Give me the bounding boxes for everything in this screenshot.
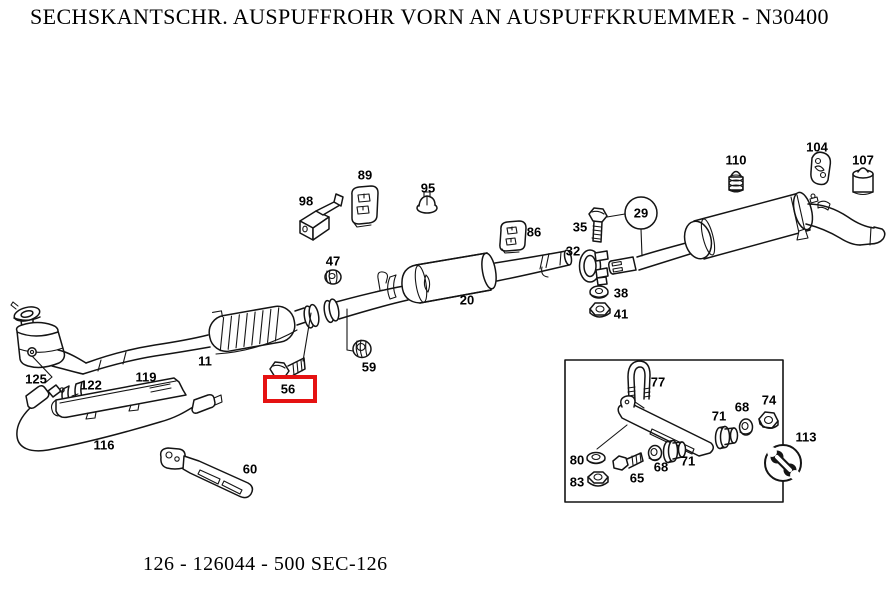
footer-caption: 126 - 126044 - 500 SEC-126 xyxy=(143,553,388,575)
rear-pipe-drawing xyxy=(608,228,691,275)
catalytic-converter-drawing xyxy=(208,305,298,355)
tool-badge-113 xyxy=(764,444,802,482)
front-pipe-flange-drawing xyxy=(10,301,41,329)
sensor-cable-drawing xyxy=(16,394,223,452)
center-muffler-outlet-pipe-drawing xyxy=(494,249,573,282)
bushing-71-upper-drawing xyxy=(714,425,739,450)
front-pipe-drawing xyxy=(82,334,211,375)
washer-80-drawing xyxy=(586,451,606,465)
u-bolt-77-drawing xyxy=(627,360,651,402)
tailpipe-drawing xyxy=(805,203,886,246)
center-muffler-drawing xyxy=(335,252,497,320)
heat-shield-119-drawing xyxy=(50,377,187,420)
bracket-98-drawing xyxy=(299,193,344,241)
bolt-65-drawing xyxy=(612,452,644,471)
oxygen-sensor-drawing xyxy=(25,384,65,410)
washer-38-drawing xyxy=(589,285,609,299)
callout-29-circle xyxy=(606,196,658,230)
wrench-icon xyxy=(767,447,800,480)
washer-68-lower-drawing xyxy=(647,444,663,462)
highlight-box-part-56 xyxy=(263,375,317,403)
washer-68-upper-drawing xyxy=(738,418,754,436)
inset-bracket-arm-drawing xyxy=(596,395,714,457)
nut-83-drawing xyxy=(587,471,609,487)
hanger-104-drawing xyxy=(810,151,832,186)
flange-joint-drawing xyxy=(294,298,340,329)
bracket-60-drawing xyxy=(159,447,254,499)
rubber-mount-89-drawing xyxy=(351,185,379,228)
nut-74-drawing xyxy=(758,411,779,429)
front-resonator-drawing xyxy=(15,321,87,384)
page-title: SECHSKANTSCHR. AUSPUFFROHR VORN AN AUSPU… xyxy=(30,4,829,29)
nut-41-drawing xyxy=(589,302,611,318)
buffer-110-drawing xyxy=(728,170,744,193)
rear-muffler-drawing xyxy=(683,191,831,260)
inset-box xyxy=(564,359,784,503)
bushing-71-lower-drawing xyxy=(662,439,687,464)
rubber-mount-86-drawing xyxy=(499,220,527,254)
clamp-32-drawing xyxy=(578,249,609,286)
ring-59-drawing xyxy=(346,308,372,359)
clamp-95-drawing xyxy=(416,191,438,214)
mount-107-drawing xyxy=(852,167,874,196)
bolt-56-drawing xyxy=(269,312,312,379)
ring-47-drawing xyxy=(324,269,342,285)
bolt-35-drawing xyxy=(588,207,608,243)
